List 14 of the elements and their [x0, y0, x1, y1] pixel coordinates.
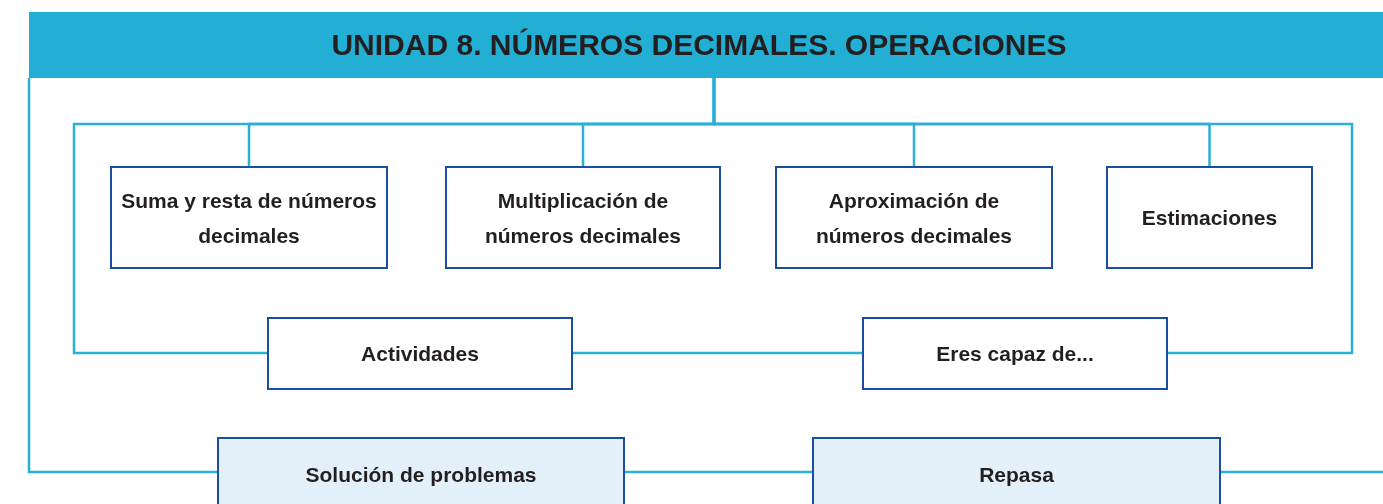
connector-line: [712, 78, 1354, 355]
connector-line: [27, 78, 217, 474]
connector-line: [1221, 470, 1383, 474]
section-box: Repasa: [812, 437, 1221, 504]
section-box: Eres capaz de...: [862, 317, 1168, 390]
section-box: Solución de problemas: [217, 437, 625, 504]
connector-line: [573, 351, 862, 355]
title-banner: UNIDAD 8. NÚMEROS DECIMALES. OPERACIONES: [29, 12, 1383, 78]
topic-box: Estimaciones: [1106, 166, 1313, 269]
connector-line: [625, 470, 812, 474]
topic-box: Multiplicación de números decimales: [445, 166, 721, 269]
topic-box: Aproximación de números decimales: [775, 166, 1053, 269]
topic-box: Suma y resta de números decimales: [110, 166, 388, 269]
section-box: Actividades: [267, 317, 573, 390]
